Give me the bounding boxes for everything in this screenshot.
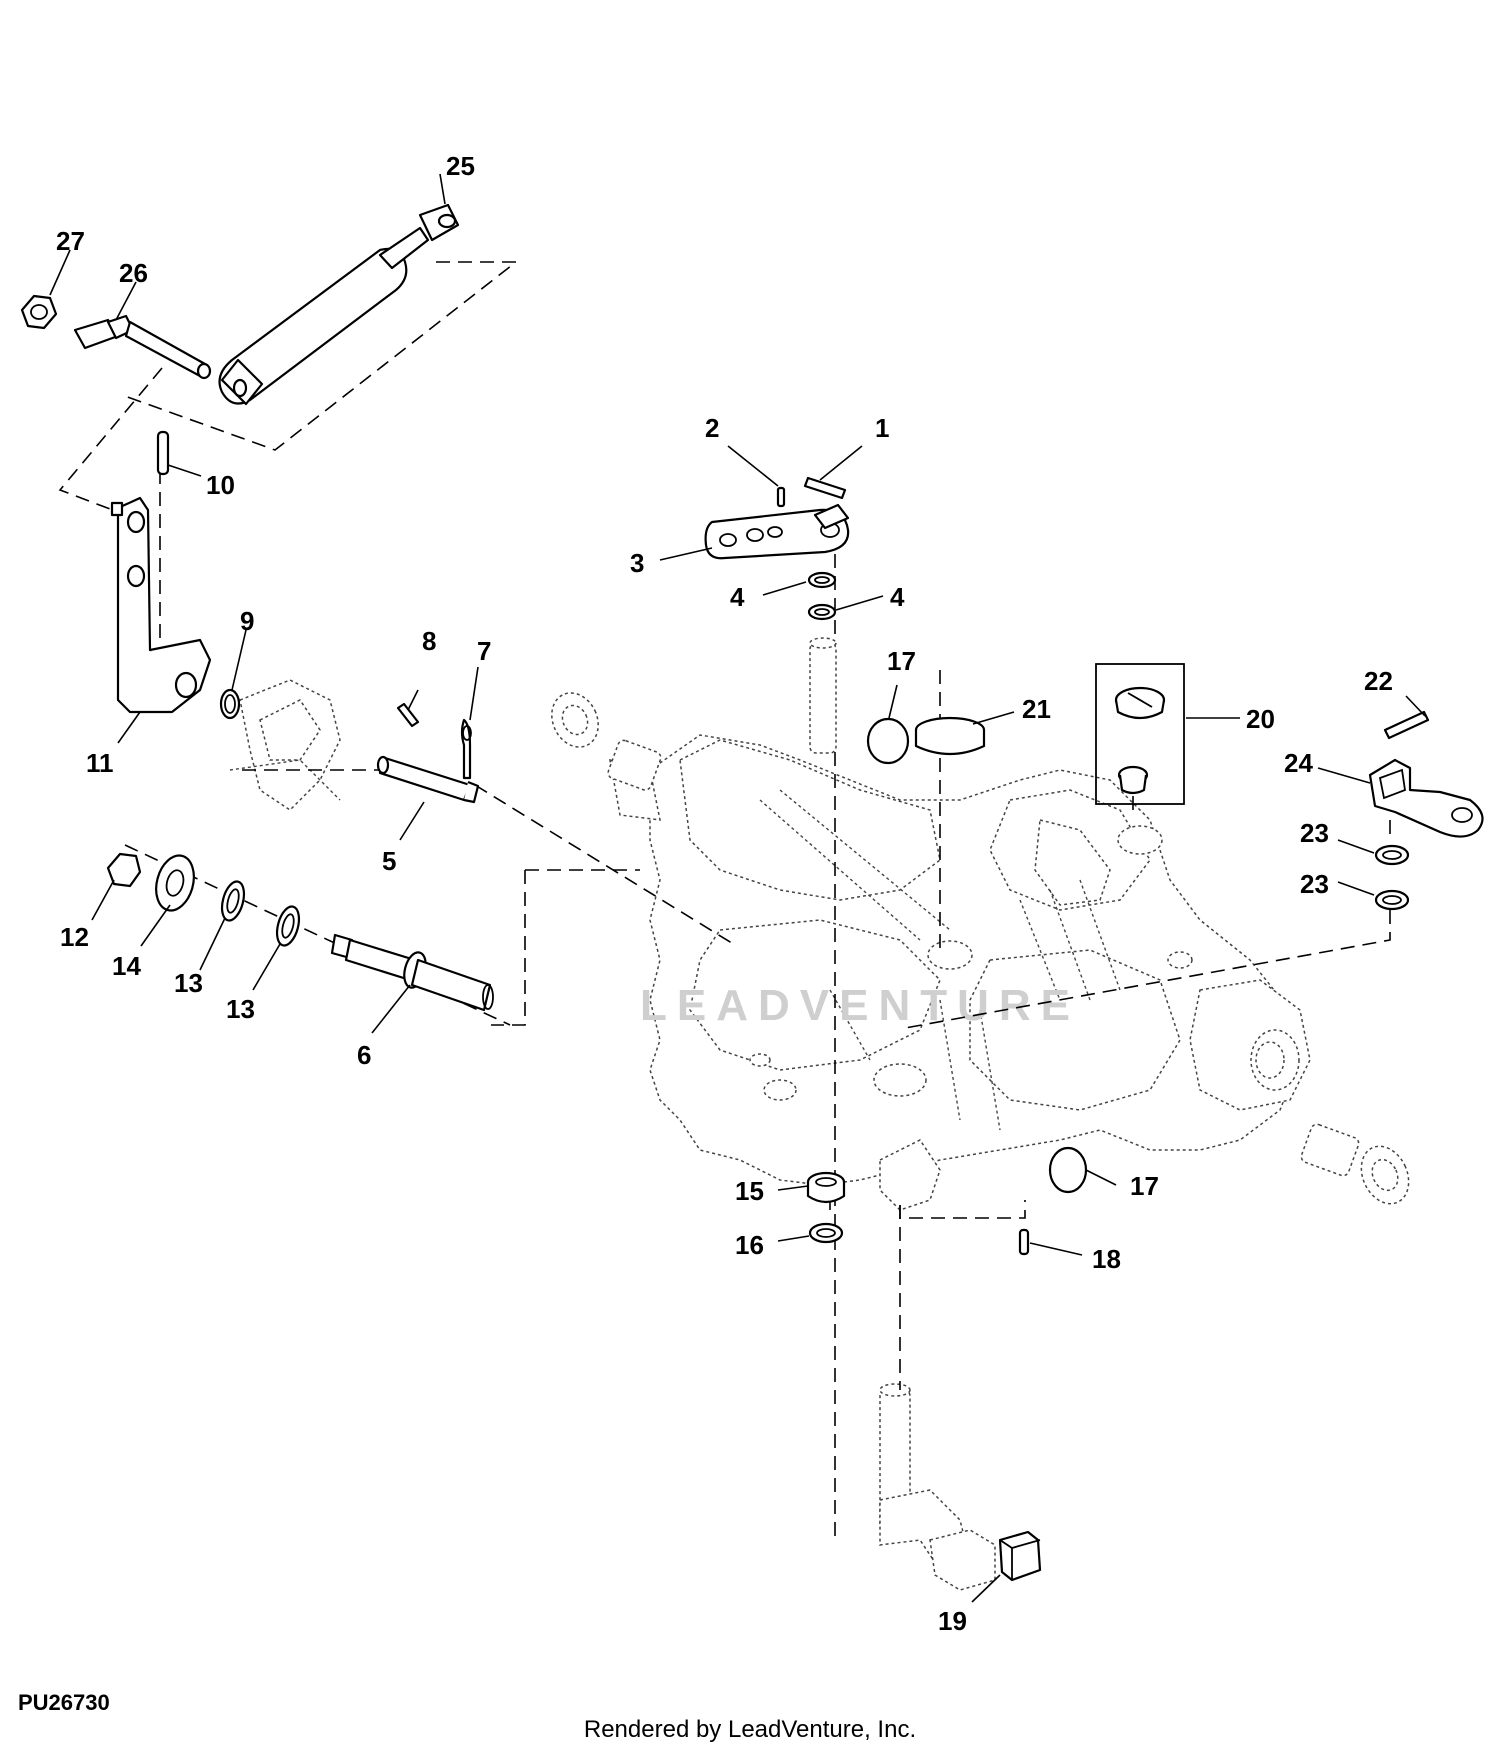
o-ring-23-b <box>1374 889 1410 911</box>
callout-23-a: 23 <box>1300 818 1329 848</box>
callout-labels: 1 2 3 4 4 5 6 7 8 9 10 11 12 13 13 14 15… <box>56 151 1393 1636</box>
callout-9: 9 <box>240 606 254 636</box>
transaxle-housing <box>229 679 1410 1591</box>
callout-6: 6 <box>357 1040 371 1070</box>
callout-11: 11 <box>86 748 114 778</box>
o-ring-4-b <box>807 603 837 621</box>
pin-2 <box>776 486 786 508</box>
callout-4-a: 4 <box>730 582 745 612</box>
seal-15 <box>806 1171 846 1204</box>
washer-13-a <box>220 880 246 922</box>
o-ring-4-a <box>807 571 837 589</box>
washer-13-b <box>275 905 301 947</box>
callout-7: 7 <box>477 636 491 666</box>
cap-21 <box>914 716 986 756</box>
callout-12: 12 <box>60 922 89 952</box>
callout-1: 1 <box>875 413 889 443</box>
callout-24: 24 <box>1284 748 1313 778</box>
control-shaft-ghost <box>809 637 837 754</box>
ball-stud <box>73 314 212 380</box>
pin-22 <box>1383 710 1430 740</box>
damper-cylinder <box>218 203 460 406</box>
washer-14 <box>155 854 195 912</box>
brake-shaft <box>376 755 480 804</box>
bypass-arm <box>1368 758 1484 838</box>
roll-pin-10 <box>156 430 170 476</box>
callout-25: 25 <box>446 151 475 181</box>
assembly-lines <box>58 261 1391 1540</box>
control-shaft <box>330 933 494 1012</box>
hex-nut-12 <box>106 852 142 888</box>
snap-ring-9 <box>219 688 241 720</box>
plug-17-top <box>866 717 910 765</box>
callout-13-a: 13 <box>174 968 203 998</box>
pin-1 <box>803 476 847 500</box>
callout-20: 20 <box>1246 704 1275 734</box>
callout-10: 10 <box>206 470 235 500</box>
callout-8: 8 <box>422 626 436 656</box>
callout-19: 19 <box>938 1606 967 1636</box>
callout-27: 27 <box>56 226 85 256</box>
callout-23-b: 23 <box>1300 869 1329 899</box>
control-arm <box>704 503 850 560</box>
callout-17-a: 17 <box>887 646 916 676</box>
figure-code: PU26730 <box>18 1690 110 1715</box>
callout-13-b: 13 <box>226 994 255 1024</box>
plug-17-bottom <box>1048 1146 1088 1194</box>
callout-5: 5 <box>382 846 396 876</box>
brake-arm <box>110 496 212 714</box>
callout-3: 3 <box>630 548 644 578</box>
render-credit: Rendered by LeadVenture, Inc. <box>583 1716 917 1743</box>
pin-8 <box>396 702 420 728</box>
hex-nut-27 <box>20 294 58 330</box>
callout-21: 21 <box>1022 694 1051 724</box>
block-19 <box>998 1530 1042 1582</box>
watermark-text: LEADVENTURE <box>640 981 1080 1030</box>
callout-26: 26 <box>119 258 148 288</box>
o-ring-23-a <box>1374 844 1410 866</box>
callout-14: 14 <box>112 951 141 981</box>
callout-17-b: 17 <box>1130 1171 1159 1201</box>
cotter-pin-7 <box>460 718 472 780</box>
callout-2: 2 <box>705 413 719 443</box>
callout-15: 15 <box>735 1176 764 1206</box>
leader-lines <box>49 173 1426 1603</box>
callout-22: 22 <box>1364 666 1393 696</box>
o-ring-16 <box>808 1222 844 1244</box>
pin-18 <box>1018 1228 1030 1256</box>
fill-cap-kit <box>1095 663 1185 805</box>
callout-16: 16 <box>735 1230 764 1260</box>
callout-4-b: 4 <box>890 582 905 612</box>
callout-18: 18 <box>1092 1244 1121 1274</box>
